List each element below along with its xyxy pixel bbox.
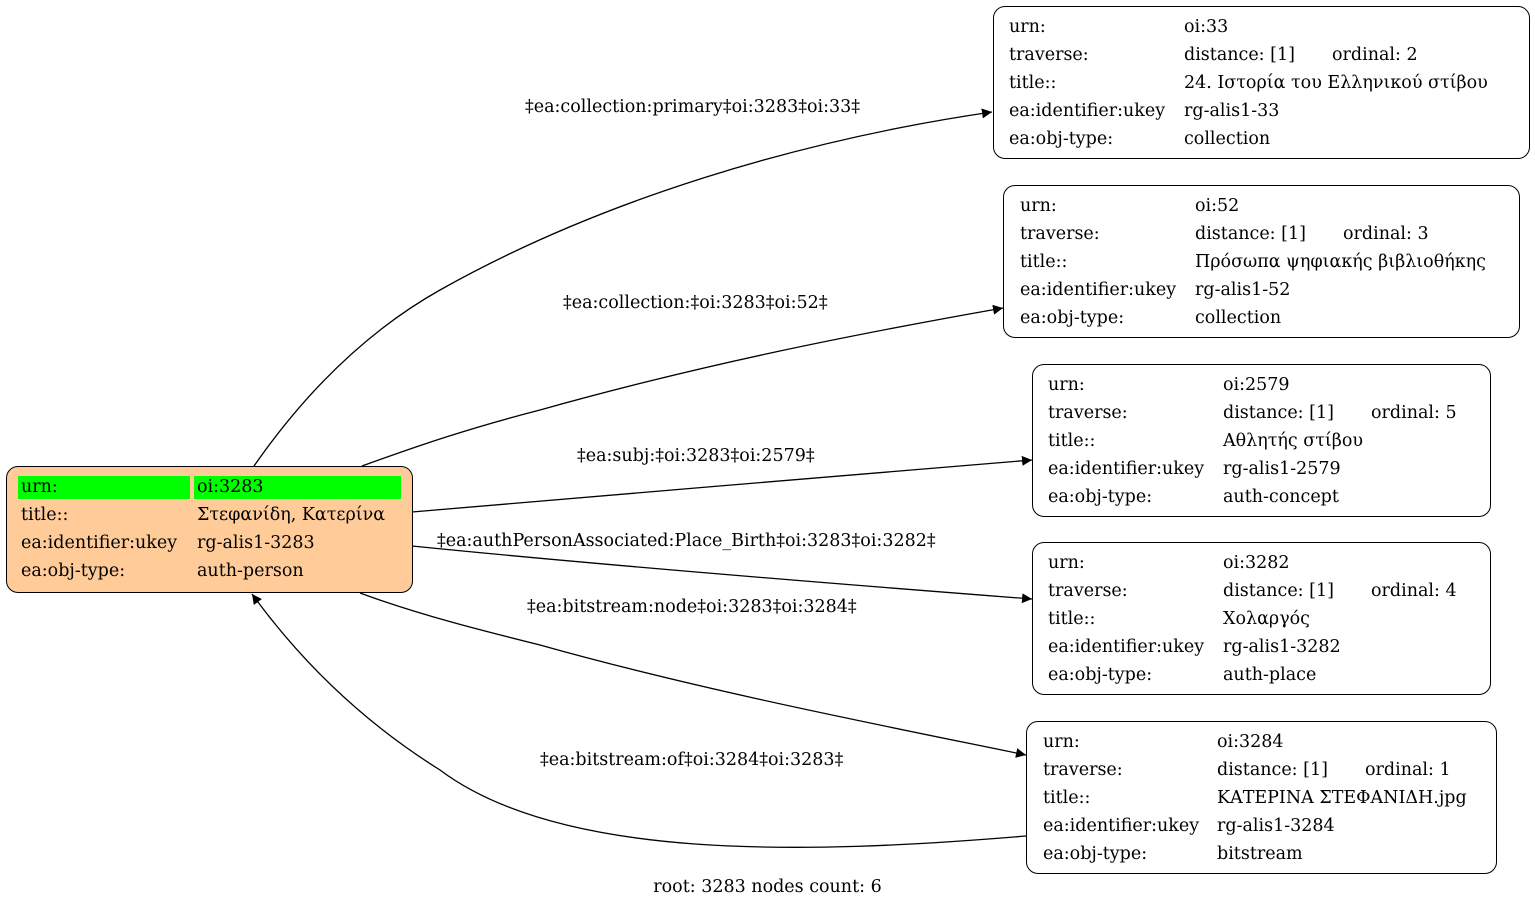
node-oi-33[interactable]: urn: oi:33 traverse: distance: [1] ordinal:… <box>993 6 1530 159</box>
ukey-key: ea:identifier:ukey <box>1048 637 1205 657</box>
root-title-key: title:: <box>21 505 69 525</box>
traverse-key: traverse: <box>1020 224 1100 244</box>
root-type-key: ea:obj-type: <box>21 561 126 581</box>
traverse-key: traverse: <box>1048 403 1128 423</box>
traverse-key: traverse: <box>1009 45 1089 65</box>
urn-key: urn: <box>1048 553 1085 573</box>
root-ukey-key: ea:identifier:ukey <box>21 533 178 553</box>
type-key: ea:obj-type: <box>1009 129 1114 149</box>
root-title-value: Στεφανίδη, Κατερίνα <box>197 505 386 525</box>
root-urn-key-highlight <box>18 476 190 499</box>
edge-label-bitstream-node: ‡ea:bitstream:node‡oi:3283‡oi:3284‡ <box>527 597 857 617</box>
type-value: bitstream <box>1217 844 1303 864</box>
root-urn-key: urn: <box>21 477 58 497</box>
title-value: Χολαργός <box>1223 609 1310 629</box>
edge-bitstream-of <box>251 593 1027 848</box>
title-value: Πρόσωπα ψηφιακής βιβλιοθήκης <box>1195 252 1486 272</box>
ordinal-value: ordinal: 5 <box>1371 403 1457 423</box>
root-urn-value: oi:3283 <box>197 477 264 497</box>
node-oi-3284[interactable]: urn: oi:3284 traverse: distance: [1] ordina… <box>1026 721 1497 874</box>
title-value: 24. Ιστορία του Ελληνικού στίβου <box>1184 73 1488 93</box>
type-key: ea:obj-type: <box>1048 665 1153 685</box>
type-key: ea:obj-type: <box>1020 308 1125 328</box>
distance-value: distance: [1] <box>1223 403 1334 423</box>
urn-key: urn: <box>1020 196 1057 216</box>
ordinal-value: ordinal: 4 <box>1371 581 1457 601</box>
edge-subj <box>411 455 1033 513</box>
type-value: collection <box>1184 129 1271 149</box>
node-oi-3282[interactable]: urn: oi:3282 traverse: distance: [1] ordina… <box>1032 542 1491 695</box>
traverse-key: traverse: <box>1048 581 1128 601</box>
title-key: title:: <box>1020 252 1068 272</box>
urn-value: oi:3284 <box>1217 732 1284 752</box>
ukey-value: rg-alis1-33 <box>1184 101 1280 121</box>
ordinal-value: ordinal: 2 <box>1332 45 1418 65</box>
urn-value: oi:52 <box>1195 196 1240 216</box>
edge-label-place-birth: ‡ea:authPersonAssociated:Place_Birth‡oi:… <box>437 531 936 551</box>
edge-label-collection-primary: ‡ea:collection:primary‡oi:3283‡oi:33‡ <box>525 97 861 117</box>
title-value: ΚΑΤΕΡΙΝΑ ΣΤΕΦΑΝΙΔΗ.jpg <box>1217 788 1467 808</box>
node-oi-2579[interactable]: urn: oi:2579 traverse: distance: [1] ordina… <box>1032 364 1491 517</box>
graph-footer: root: 3283 nodes count: 6 <box>653 877 882 897</box>
ukey-value: rg-alis1-52 <box>1195 280 1291 300</box>
edge-place-birth <box>411 545 1033 604</box>
ukey-value: rg-alis1-3284 <box>1217 816 1335 836</box>
urn-value: oi:2579 <box>1223 375 1290 395</box>
title-value: Αθλητής στίβου <box>1223 431 1364 451</box>
node-oi-52[interactable]: urn: oi:52 traverse: distance: [1] ordinal:… <box>1003 185 1520 338</box>
distance-value: distance: [1] <box>1217 760 1328 780</box>
urn-value: oi:3282 <box>1223 553 1290 573</box>
distance-value: distance: [1] <box>1223 581 1334 601</box>
urn-value: oi:33 <box>1184 17 1229 37</box>
ukey-key: ea:identifier:ukey <box>1043 816 1200 836</box>
ukey-key: ea:identifier:ukey <box>1020 280 1177 300</box>
type-key: ea:obj-type: <box>1048 487 1153 507</box>
edge-label-bitstream-of: ‡ea:bitstream:of‡oi:3284‡oi:3283‡ <box>540 750 844 770</box>
root-node[interactable]: urn: oi:3283 title:: Στεφανίδη, Κατερίνα… <box>6 466 413 593</box>
type-value: auth-concept <box>1223 487 1339 507</box>
ordinal-value: ordinal: 3 <box>1343 224 1429 244</box>
ordinal-value: ordinal: 1 <box>1365 760 1451 780</box>
urn-key: urn: <box>1009 17 1046 37</box>
ukey-value: rg-alis1-3282 <box>1223 637 1341 657</box>
edge-collection-primary <box>253 108 993 467</box>
traverse-key: traverse: <box>1043 760 1123 780</box>
type-key: ea:obj-type: <box>1043 844 1148 864</box>
title-key: title:: <box>1009 73 1057 93</box>
ukey-key: ea:identifier:ukey <box>1048 459 1205 479</box>
urn-key: urn: <box>1048 375 1085 395</box>
distance-value: distance: [1] <box>1184 45 1295 65</box>
root-urn-value-highlight <box>194 476 401 499</box>
ukey-value: rg-alis1-2579 <box>1223 459 1341 479</box>
type-value: collection <box>1195 308 1282 328</box>
urn-key: urn: <box>1043 732 1080 752</box>
title-key: title:: <box>1043 788 1091 808</box>
edge-bitstream-node <box>359 592 1027 758</box>
edge-label-collection: ‡ea:collection:‡oi:3283‡oi:52‡ <box>563 293 828 313</box>
edge-label-subj: ‡ea:subj:‡oi:3283‡oi:2579‡ <box>577 446 815 466</box>
title-key: title:: <box>1048 609 1096 629</box>
ukey-key: ea:identifier:ukey <box>1009 101 1166 121</box>
type-value: auth-place <box>1223 665 1317 685</box>
distance-value: distance: [1] <box>1195 224 1306 244</box>
root-ukey-value: rg-alis1-3283 <box>197 533 315 553</box>
edge-collection <box>361 304 1004 467</box>
title-key: title:: <box>1048 431 1096 451</box>
root-type-value: auth-person <box>197 561 304 581</box>
